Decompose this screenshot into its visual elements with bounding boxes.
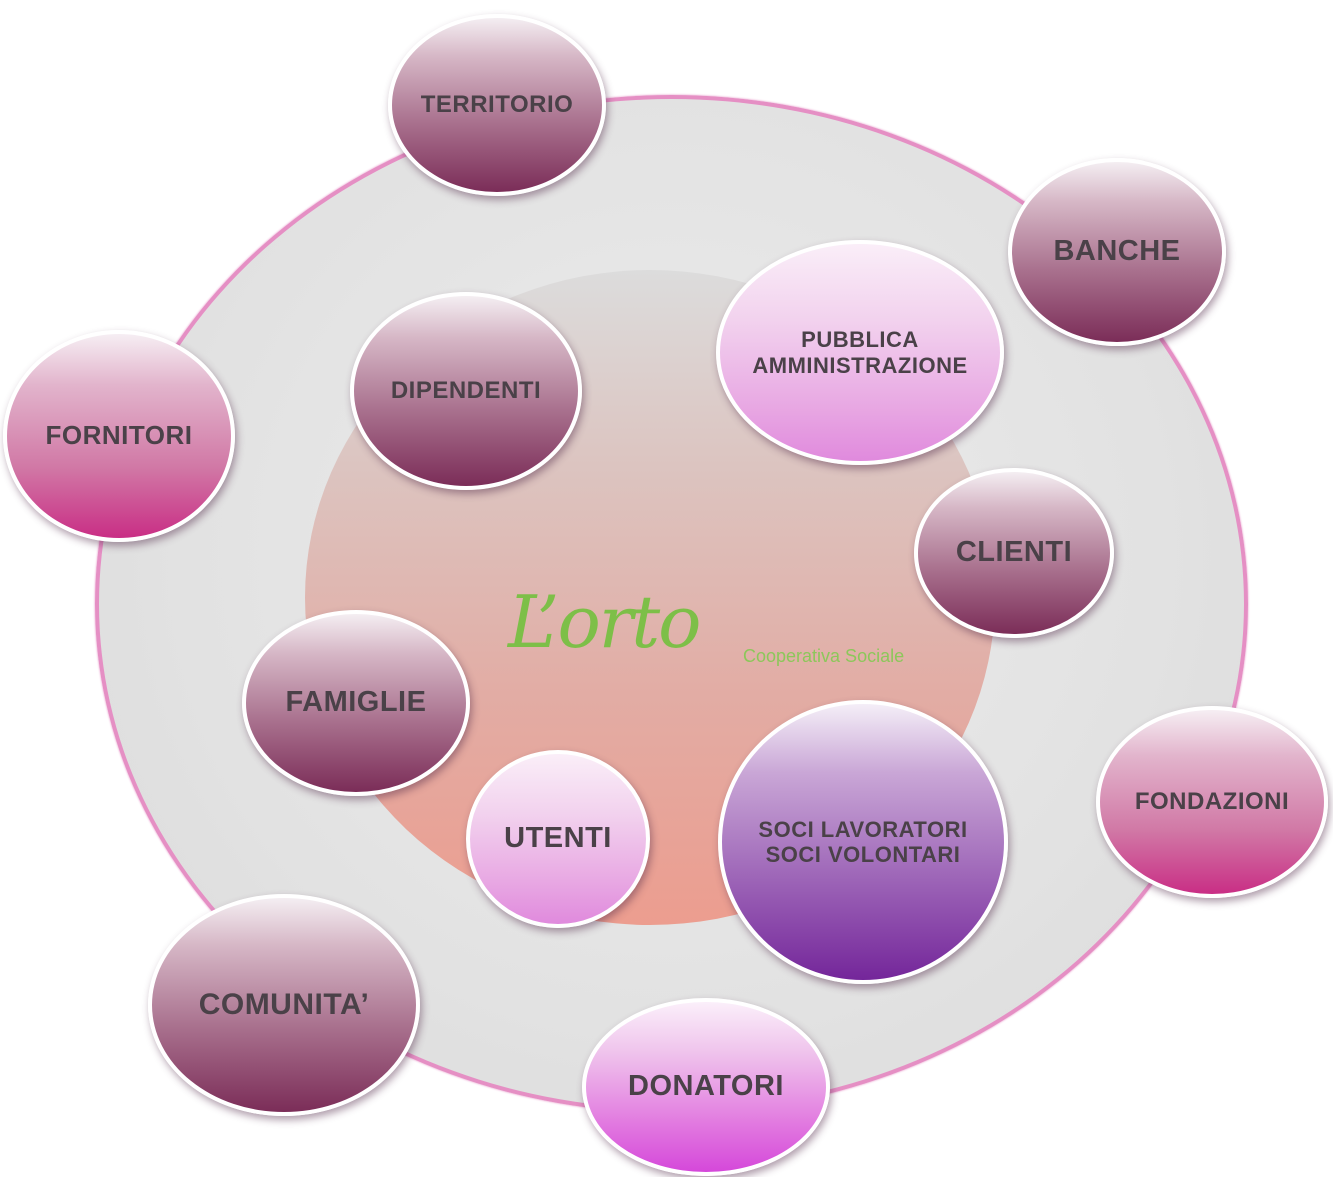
node-comunita: COMUNITA’	[148, 894, 420, 1116]
logo-script-text: L’orto	[508, 580, 701, 664]
node-donatori: DONATORI	[582, 998, 830, 1176]
node-pubblica-amministrazione: PUBBLICA AMMINISTRAZIONE	[716, 240, 1004, 465]
node-fondazioni: FONDAZIONI	[1096, 706, 1328, 898]
cooperative-logo: L’orto Cooperativa Sociale	[508, 580, 968, 680]
node-clienti: CLIENTI	[914, 468, 1114, 638]
node-banche: BANCHE	[1008, 158, 1226, 346]
node-soci: SOCI LAVORATORI SOCI VOLONTARI	[718, 700, 1008, 984]
logo-subtitle: Cooperativa Sociale	[743, 646, 905, 666]
node-utenti: UTENTI	[466, 750, 650, 928]
node-famiglie: FAMIGLIE	[242, 610, 470, 796]
node-territorio: TERRITORIO	[388, 14, 606, 196]
node-fornitori: FORNITORI	[3, 330, 235, 542]
node-dipendenti: DIPENDENTI	[350, 292, 582, 490]
